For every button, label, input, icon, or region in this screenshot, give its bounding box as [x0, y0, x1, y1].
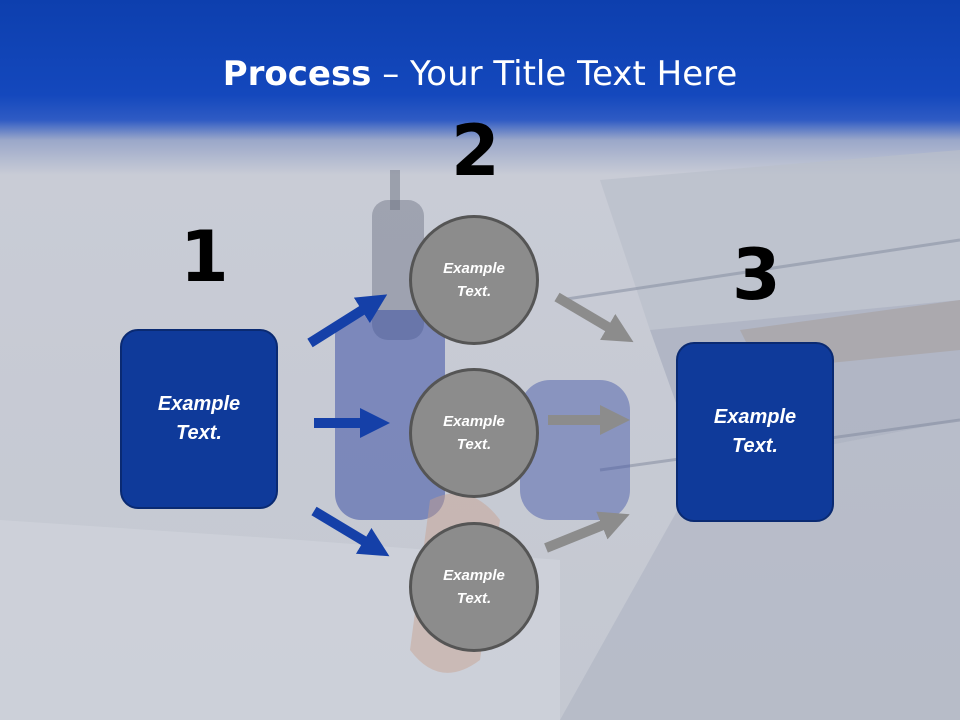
slide-title: Process – Your Title Text Here: [0, 54, 960, 94]
title-bold: Process: [222, 54, 372, 94]
step-3-box: Example Text.: [676, 342, 834, 522]
step-1-box: Example Text.: [120, 329, 278, 509]
step-number-1: 1: [180, 216, 229, 298]
step-2-circle-bottom: Example Text.: [409, 522, 539, 652]
title-rest: – Your Title Text Here: [371, 54, 738, 94]
step-2-circle-middle: Example Text.: [409, 368, 539, 498]
step-2-circle-top: Example Text.: [409, 215, 539, 345]
step-number-2: 2: [451, 110, 500, 192]
step-number-3: 3: [732, 234, 781, 316]
